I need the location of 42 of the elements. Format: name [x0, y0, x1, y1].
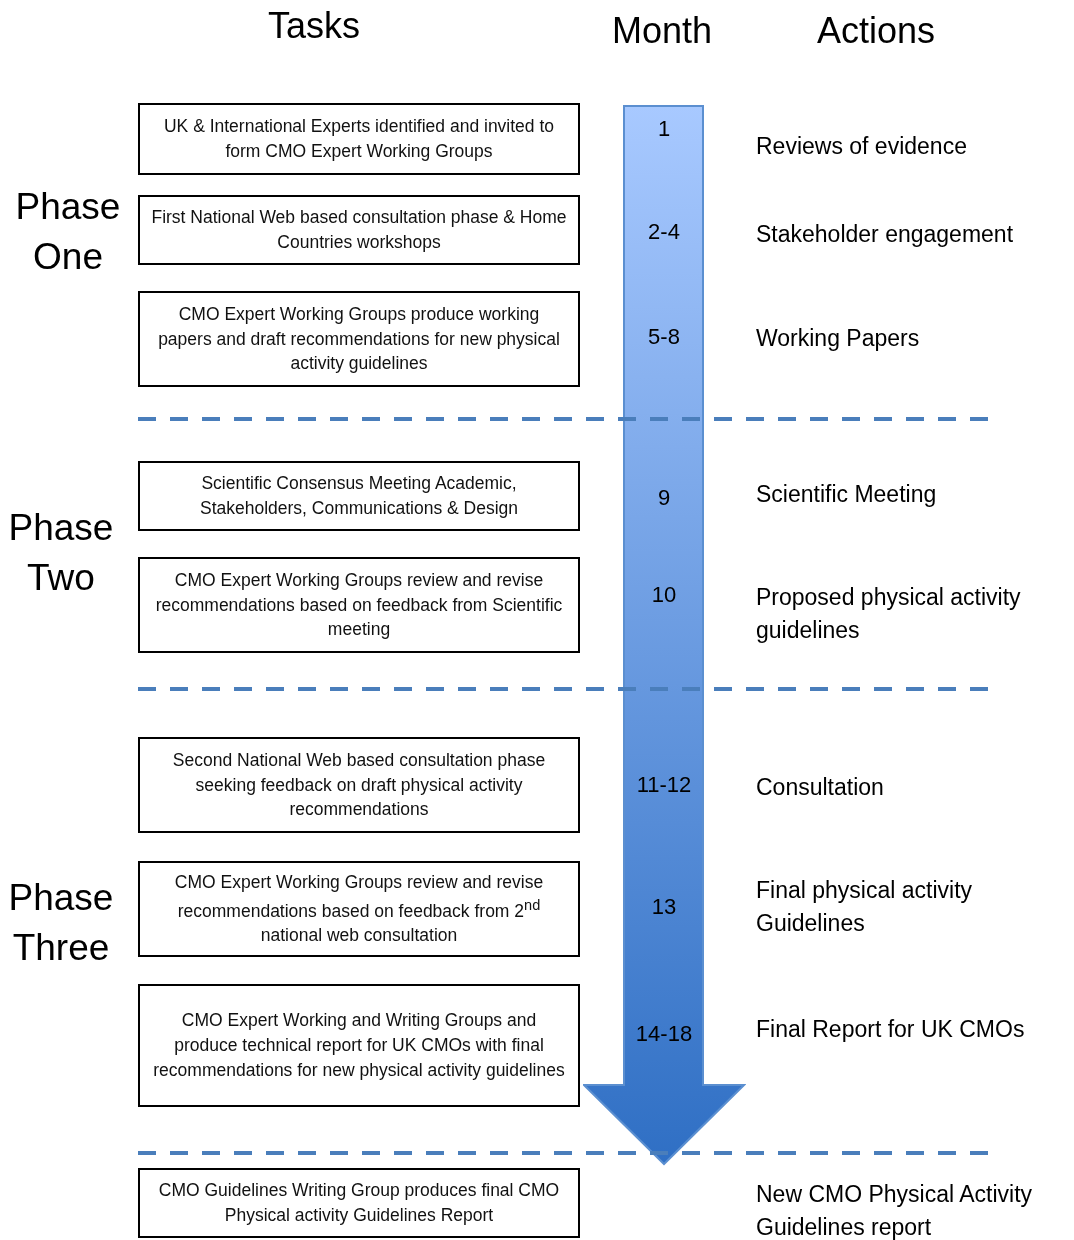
task-box [138, 1168, 580, 1238]
column-header: Tasks [267, 5, 361, 47]
task-text: CMO Expert Working and Writing Groups and produce technical report for UK CMOs with final recommendations for new physical activity guidelines [152, 1009, 566, 1082]
month-number: 9 [656, 485, 672, 511]
month-number: 14-18 [634, 1021, 694, 1047]
month-number: 13 [650, 894, 678, 920]
action-label: Working Papers [756, 324, 921, 353]
task-box [138, 557, 580, 653]
task-box [138, 103, 580, 175]
task-box [138, 291, 580, 387]
action-label: Proposed physical activity guidelines [756, 583, 1022, 646]
task-box [138, 461, 580, 531]
action-label: Stakeholder engagement [756, 220, 1015, 249]
action-label: Consultation [756, 773, 885, 802]
month-number: 2-4 [647, 219, 681, 245]
month-number: 10 [650, 582, 678, 608]
task-text: First National Web based consultation phase & Home Countries workshops [150, 206, 568, 254]
action-label: Final Report for UK CMOs [756, 1015, 1026, 1044]
phase-label: Phase Two [7, 506, 115, 600]
task-text: CMO Expert Working Groups review and revise recommendations based on feedback from Scientific meeting [154, 568, 564, 642]
column-header: Month [610, 10, 714, 52]
task-text: CMO Guidelines Writing Group produces final CMO Physical activity Guidelines Report [157, 1179, 561, 1227]
phase-label: Phase One [14, 185, 122, 279]
phase-label: Phase Three [7, 876, 115, 970]
task-text: CMO Expert Working Groups produce working papers and draft recommendations for new physical activity guidelines [157, 302, 561, 376]
task-box [138, 861, 580, 957]
action-label: New CMO Physical Activity Guidelines report [756, 1180, 1034, 1240]
task-text: CMO Expert Working Groups review and revise recommendations based on feedback from 2$^{nd}$ national web consultation [173, 870, 545, 948]
task-box [138, 195, 580, 265]
task-box [138, 737, 580, 833]
task-text: Scientific Consensus Meeting Academic, Stakeholders, Communications & Design [198, 472, 520, 520]
month-number: 1 [656, 116, 672, 142]
action-label: Final physical activity Guidelines [756, 876, 974, 939]
month-number: 11-12 [635, 772, 693, 798]
column-header: Actions [815, 10, 937, 52]
month-number: 5-8 [647, 324, 681, 350]
action-label: Reviews of evidence [756, 132, 968, 161]
action-label: Scientific Meeting [756, 480, 938, 509]
task-text: Second National Web based consultation phase seeking feedback on draft physical activity recommendations [171, 748, 547, 822]
task-text: UK & International Experts identified and invited to form CMO Expert Working Groups [162, 115, 556, 163]
down-arrow [583, 105, 746, 1166]
task-box [138, 984, 580, 1107]
